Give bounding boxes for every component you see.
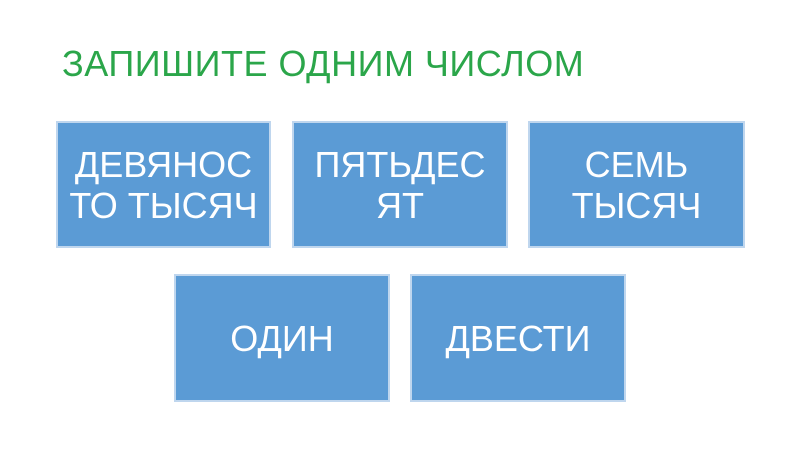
card-pyatdesyat: ПЯТЬДЕС ЯТ — [292, 121, 508, 248]
slide-title: ЗАПИШИТЕ ОДНИМ ЧИСЛОМ — [62, 43, 585, 84]
card-devyanosto-tysyach: ДЕВЯНОС ТО ТЫСЯЧ — [56, 121, 271, 248]
card-dvesti: ДВЕСТИ — [410, 274, 626, 402]
card-odin: ОДИН — [174, 274, 390, 402]
card-sem-tysyach: СЕМЬ ТЫСЯЧ — [528, 121, 745, 248]
